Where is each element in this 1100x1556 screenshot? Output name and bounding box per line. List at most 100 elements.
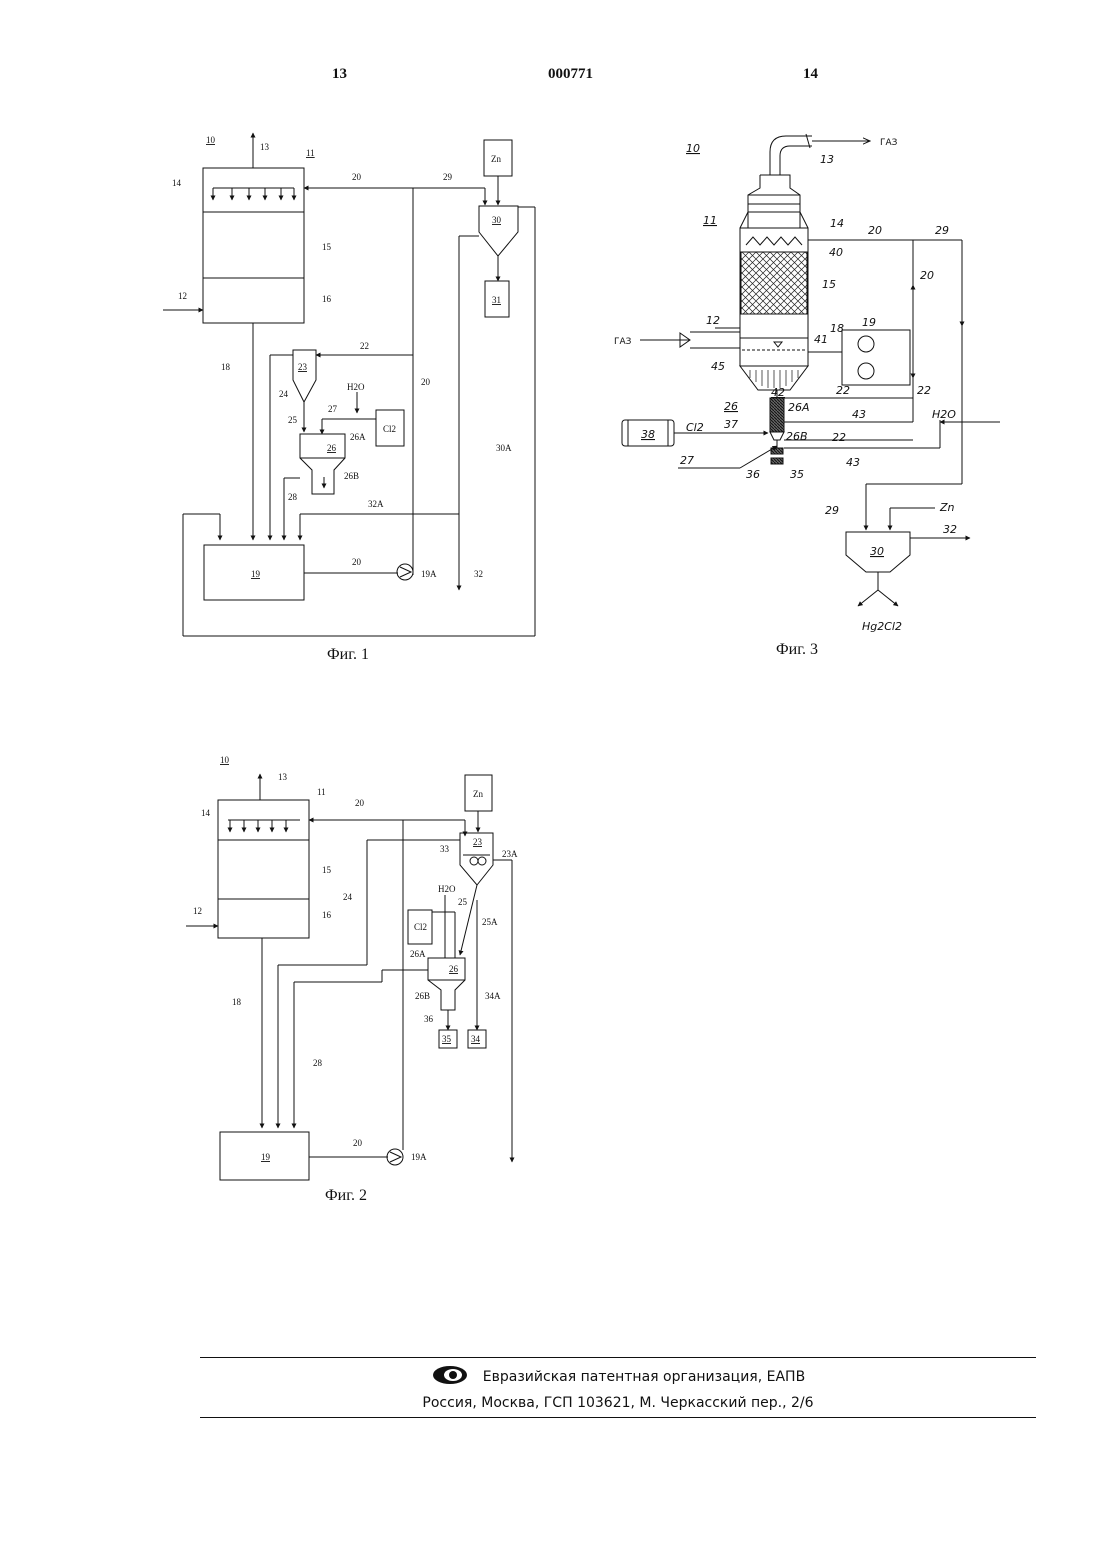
fig3-label: 29 (825, 504, 839, 517)
fig1-label: 27 (328, 404, 338, 414)
fig1-label: 24 (279, 389, 289, 399)
fig3-label: H2O (932, 408, 956, 421)
fig2-label: 25A (482, 917, 498, 927)
fig2-label: 23A (502, 849, 518, 859)
fig3-label: 10 (686, 142, 700, 155)
fig2-label: 14 (201, 808, 211, 818)
fig2-label: 12 (193, 906, 202, 916)
fig2-cell (428, 958, 465, 1010)
fig1-label: 23 (298, 362, 308, 372)
fig1-label: 25 (288, 415, 298, 425)
fig2-label: 33 (440, 844, 450, 854)
fig3-label: 22 (832, 431, 846, 444)
fig1-reactor (479, 206, 518, 256)
fig3-label: 27 (680, 454, 694, 467)
fig1-label: 14 (172, 178, 182, 188)
fig3-label: 26A (788, 401, 810, 414)
fig1-label: 32 (474, 569, 483, 579)
fig2-caption: Фиг. 2 (325, 1187, 367, 1205)
fig1-label: H2O (347, 382, 365, 392)
fig1-label: 28 (288, 492, 298, 502)
fig3-packing (741, 252, 807, 314)
fig1-label: 10 (206, 135, 216, 145)
fig1-label: 20 (352, 557, 362, 567)
fig3-label: 14 (830, 217, 844, 230)
fig2-label: 23 (473, 837, 483, 847)
fig1-label: 29 (443, 172, 453, 182)
fig1-label: 30 (492, 215, 502, 225)
fig2-label: 13 (278, 772, 288, 782)
fig3-label: 13 (820, 153, 834, 166)
fig3-label: 26B (786, 430, 808, 443)
footer-org-text: Евразийская патентная организация, ЕАПВ (483, 1369, 805, 1385)
fig1-label: 32A (368, 499, 384, 509)
fig3-label: 37 (724, 418, 738, 431)
fig2-label: Cl2 (414, 922, 427, 932)
fig2-label: 20 (353, 1138, 363, 1148)
footer-org: Евразийская патентная организация, ЕАПВ (200, 1364, 1036, 1390)
fig3-label: 29 (935, 224, 949, 237)
fig2-label: 28 (313, 1058, 323, 1068)
fig3-label: 45 (711, 360, 725, 373)
fig2-label: 34 (471, 1034, 481, 1044)
fig3-label: ГАЗ (880, 138, 898, 148)
fig1-label: 26B (344, 471, 359, 481)
fig3-label: 18 (830, 322, 844, 335)
eapo-logo-icon (431, 1364, 469, 1390)
fig2-label: 15 (322, 865, 332, 875)
fig2-label: 18 (232, 997, 242, 1007)
fig2-label: 26A (410, 949, 426, 959)
fig2-label: 24 (343, 892, 353, 902)
fig2-label: 25 (458, 897, 468, 907)
fig1-label: 12 (178, 291, 187, 301)
fig2-label: 19 (261, 1152, 271, 1162)
fig3-label: 20 (920, 269, 934, 282)
figure-1-labels: 10 13 11 14 15 16 12 18 20 29 20 Zn 30 3… (172, 135, 512, 579)
fig3-label: 42 (771, 386, 785, 399)
fig2-label: 26B (415, 991, 430, 1001)
fig3-label: 15 (822, 278, 836, 291)
fig2-label: 19A (411, 1152, 427, 1162)
fig1-label: 19A (421, 569, 437, 579)
fig1-label: 31 (492, 295, 501, 305)
fig1-cell (300, 434, 345, 494)
fig2-label: 11 (317, 787, 326, 797)
footer-address: Россия, Москва, ГСП 103621, М. Черкасски… (200, 1395, 1036, 1411)
fig2-label: Zn (473, 789, 483, 799)
fig3-label: ГАЗ (614, 337, 632, 347)
fig1-label: Zn (491, 154, 501, 164)
fig1-label: 16 (322, 294, 332, 304)
fig3-label: 30 (870, 545, 884, 558)
fig1-label: 20 (352, 172, 362, 182)
fig2-label: 35 (442, 1034, 452, 1044)
fig2-label: 26 (449, 964, 459, 974)
fig3-label: 32 (943, 523, 957, 536)
fig3-label: 43 (846, 456, 860, 469)
fig3-label: 20 (868, 224, 882, 237)
fig1-label: 13 (260, 142, 270, 152)
fig3-label: 40 (829, 246, 843, 259)
figure-2 (186, 774, 512, 1180)
fig3-label: 12 (706, 314, 720, 327)
fig2-label: 36 (424, 1014, 434, 1024)
fig3-label: 11 (703, 214, 717, 227)
fig3-label: 43 (852, 408, 866, 421)
fig1-caption: Фиг. 1 (327, 646, 369, 664)
fig2-tower (218, 800, 309, 938)
fig1-label: 30A (496, 443, 512, 453)
fig1-label: 22 (360, 341, 369, 351)
fig1-label: 26 (327, 443, 337, 453)
fig1-label: 19 (251, 569, 261, 579)
figure-2-labels: 10 13 11 14 15 16 12 18 20 24 Zn 23 33 2… (193, 755, 518, 1162)
fig2-label: 16 (322, 910, 332, 920)
fig3-label: Zn (939, 501, 955, 514)
fig3-label: 38 (641, 428, 655, 441)
fig3-label: Hg2Cl2 (862, 620, 902, 633)
fig2-label: 20 (355, 798, 365, 808)
fig3-label: 22 (917, 384, 931, 397)
footer-top-rule (200, 1357, 1036, 1358)
footer-bottom-rule (200, 1417, 1036, 1418)
fig3-label: 19 (862, 316, 876, 329)
fig3-cell (770, 398, 784, 432)
